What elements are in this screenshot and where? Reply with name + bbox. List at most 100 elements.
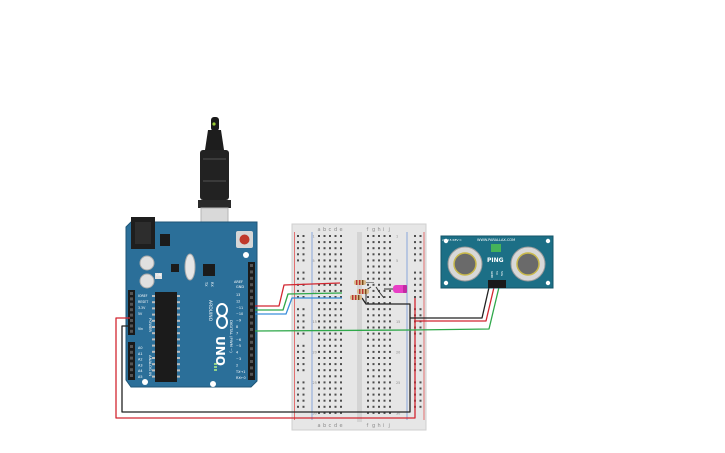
breadboard-hole [323,393,326,396]
breadboard-hole [329,265,331,268]
row-number: 15 [313,320,317,324]
breadboard-hole [383,289,386,292]
rail-hole [419,393,422,396]
wire-red-sensor[interactable] [415,282,496,322]
breadboard-hole [367,332,369,335]
gnd-label: GND [236,285,244,289]
row-number: 30 [396,411,400,415]
breadboard-hole [389,405,391,408]
breadboard-hole [340,375,342,378]
header-hole [250,360,253,363]
analog-pin-label: A1 [138,352,142,356]
breadboard-hole [372,259,375,262]
wire-green-pin[interactable] [255,292,343,311]
rail-hole [297,259,299,262]
arduino-uno-board[interactable]: UNO ARDUINO TX RX ON AREF GND DIGITAL (P… [125,217,258,388]
breadboard-hole [389,259,391,262]
breadboard-hole [372,235,375,237]
breadboard-hole [329,271,331,274]
resistor[interactable] [350,295,362,300]
breadboard-hole [389,271,391,274]
breadboard-hole [367,411,369,414]
header-hole [250,340,253,344]
breadboard-hole [318,344,320,347]
rail-hole [419,277,422,280]
header-hole [130,308,133,312]
chip-pin [152,301,155,304]
breadboard-hole [389,314,391,317]
v5-label: 5V [138,312,143,316]
breadboard-hole [378,247,380,250]
breadboard-hole [318,369,320,372]
rail-hole [302,308,305,311]
rail-hole [297,289,299,292]
breadboard-hole [383,357,386,359]
breadboard-hole [383,326,386,329]
column-label: g [372,227,375,233]
ioref-label: IOREF [138,294,148,298]
rail-hole [414,289,416,292]
breadboard-hole [334,375,337,378]
wire-black-sensor[interactable] [410,282,491,319]
breadboard-hole [389,289,391,292]
breadboard-hole [329,314,331,317]
breadboard-hole [340,332,342,335]
digital-pin-label: 12 [236,299,240,303]
breadboard-hole [334,393,337,396]
capacitor [139,255,155,271]
digital-pin-label: 13 [236,293,240,297]
column-label: d [334,227,337,233]
breadboard-hole [329,247,331,250]
chip-pin [177,357,180,359]
rgb-led[interactable] [384,285,407,293]
breadboard-hole [378,375,380,378]
breadboard-hole [334,235,337,237]
resistor[interactable] [357,289,369,294]
breadboard-hole [372,344,375,347]
breadboard-hole [329,399,331,402]
sensor-brand: WWW.PARALLAX.COM [477,238,515,242]
header-hole [130,329,133,333]
wire-red-5v[interactable] [115,298,416,419]
breadboard-hole [367,271,369,274]
column-label: i [383,423,384,429]
wire-blue-pin[interactable] [255,297,342,315]
breadboard-hole [329,289,331,292]
wire-green-sensor[interactable] [254,282,501,332]
breadboard-hole [323,320,326,323]
wire-red-pin[interactable] [255,282,341,307]
breadboard-hole [318,247,320,250]
header-hole [250,321,253,325]
digital-pin-label: 7 [236,331,238,335]
breadboard-hole [318,271,320,274]
column-label: b [323,227,326,233]
rail-hole [302,253,305,256]
breadboard-hole [383,350,386,353]
breadboard-hole [383,235,386,237]
breadboard-hole [329,277,331,280]
breadboard-hole [383,271,386,274]
rail-hole [419,363,422,366]
breadboard-hole [378,302,380,305]
resistor[interactable] [354,280,374,285]
sensor-side-text: 28015 REV C [442,238,462,242]
breadboard-hole [323,241,326,244]
breadboard-hole [334,357,337,359]
breadboard-hole [318,289,320,292]
breadboard-hole [340,381,342,384]
breadboard-hole [367,320,369,323]
digital-pin-label: 4 [236,351,238,355]
breadboard-hole [323,296,326,298]
power-label: POWER [148,318,153,332]
column-label: h [378,227,381,233]
breadboard-hole [340,265,342,268]
breadboard-hole [329,375,331,378]
breadboard-hole [323,350,326,353]
column-label: a [318,423,321,429]
transducer-left [447,246,483,282]
breadboard-hole [323,332,326,335]
breadboard-hole [334,241,337,244]
header-hole [130,324,133,328]
